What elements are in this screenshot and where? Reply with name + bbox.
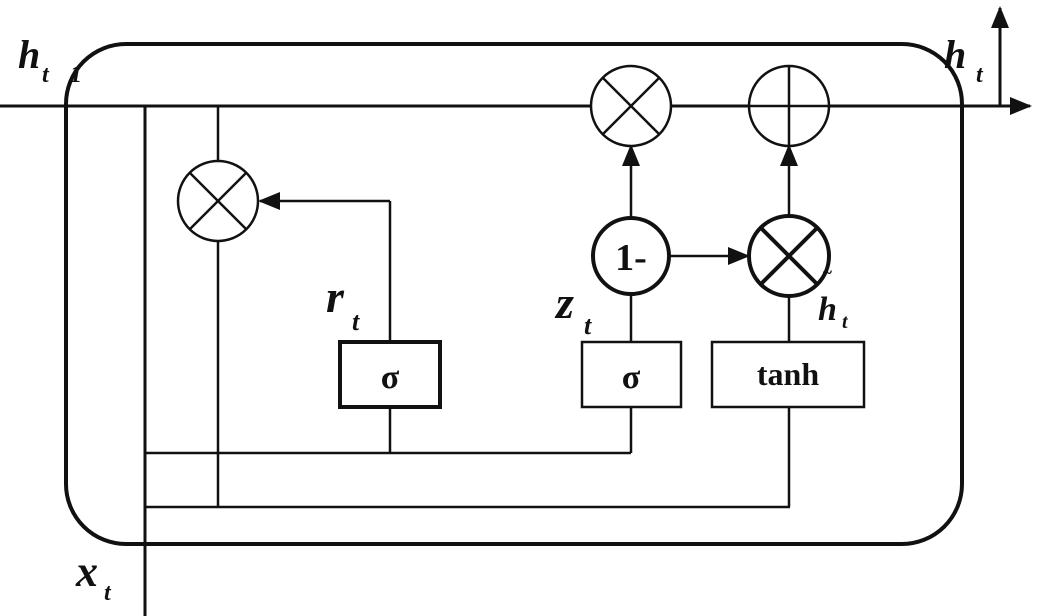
tanh-box: tanh: [710, 340, 866, 409]
svg-text:t: t: [352, 307, 360, 336]
update-sigma-box: σ: [580, 340, 683, 409]
label-update-gate: z t: [554, 277, 592, 340]
svg-text:σ: σ: [622, 359, 641, 396]
cell-boundary: [64, 42, 964, 546]
svg-text:t: t: [584, 311, 592, 340]
svg-text:1: 1: [70, 62, 82, 88]
svg-text:x: x: [75, 547, 98, 596]
svg-text:t: t: [976, 62, 984, 88]
svg-text:σ: σ: [381, 359, 400, 396]
label-reset-gate: r t: [326, 271, 360, 336]
svg-text:h: h: [944, 32, 966, 77]
candidate-multiply-node: [747, 214, 831, 298]
reset-multiply-node: [176, 159, 260, 243]
label-candidate-state: ~ h t: [818, 262, 849, 333]
svg-text:t: t: [104, 580, 112, 606]
svg-text:r: r: [326, 271, 345, 322]
label-h-out: h t: [944, 32, 984, 88]
svg-text:1-: 1-: [615, 237, 647, 279]
label-h-prev: h t 1: [18, 32, 82, 88]
one-minus-node: 1-: [591, 216, 671, 296]
svg-text:t: t: [42, 62, 50, 88]
label-x-input: x t: [75, 547, 112, 606]
svg-text:h: h: [18, 32, 40, 77]
svg-text:~: ~: [822, 262, 832, 282]
add-node: [747, 64, 831, 148]
svg-text:tanh: tanh: [757, 356, 819, 392]
svg-text:z: z: [554, 277, 574, 328]
svg-text:t: t: [842, 311, 849, 333]
reset-sigma-box: σ: [338, 340, 442, 409]
svg-text:h: h: [818, 291, 837, 328]
state-multiply-node: [589, 64, 673, 148]
